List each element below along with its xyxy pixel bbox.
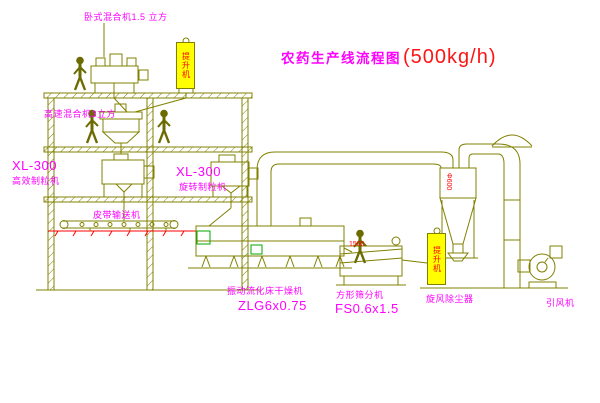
label-sifter-model: FS0.6x1.5 (335, 301, 399, 316)
label-sifter-name: 方形筛分机 (336, 290, 384, 300)
label-belt-conveyor: 皮带输送机 (93, 210, 141, 220)
label-mid-granulator-model: XL-300 (176, 164, 221, 179)
high-speed-mixer (99, 103, 143, 154)
title-text: 农药生产线流程图 (281, 51, 401, 66)
exhaust-duct (275, 151, 454, 169)
elevator-top-structure (178, 37, 194, 98)
worker-figure (156, 108, 172, 145)
label-mid-granulator-name: 旋转制粒机 (179, 182, 227, 192)
label-high-speed-mixer: 高速混合机3立方 (44, 109, 117, 119)
induced-draft-fan (420, 245, 568, 289)
label-left-granulator-name: 高效制粒机 (12, 176, 60, 186)
feed-chute-y (113, 97, 187, 113)
label-cyclone: 旋风除尘器 (426, 294, 474, 304)
dimension-cyclone: Φ600 (445, 173, 452, 191)
label-fan: 引风机 (546, 298, 575, 308)
label-top-mixer: 卧式混合机1.5 立方 (84, 12, 168, 22)
square-sifter (336, 236, 428, 286)
cyclone (438, 143, 498, 262)
label-dryer-name: 振动流化床干燥机 (227, 286, 304, 296)
exhaust-stack (491, 134, 533, 288)
label-dryer-model: ZLG6x0.75 (238, 298, 307, 313)
worker-figure (72, 55, 88, 92)
platform-baseline (48, 230, 198, 237)
fluid-bed-dryer (188, 151, 353, 269)
elevator-top-box: 提升机 (176, 42, 195, 89)
belt-conveyor (59, 220, 179, 231)
granulator-mid (208, 154, 259, 227)
top-mixer (90, 53, 149, 98)
elevator-top-label: 提升机 (181, 52, 191, 79)
diagram-title: 农药生产线流程图 (500kg/h) (281, 46, 497, 69)
building-frame (36, 92, 260, 291)
dimension-sifter: 1500 (349, 241, 365, 248)
label-left-granulator-model: XL-300 (12, 158, 57, 173)
elevator-right-box: 提升机 (427, 233, 446, 285)
title-capacity: (500kg/h) (403, 46, 497, 68)
granulator-left (101, 153, 155, 221)
elevator-right-label: 提升机 (432, 245, 442, 273)
